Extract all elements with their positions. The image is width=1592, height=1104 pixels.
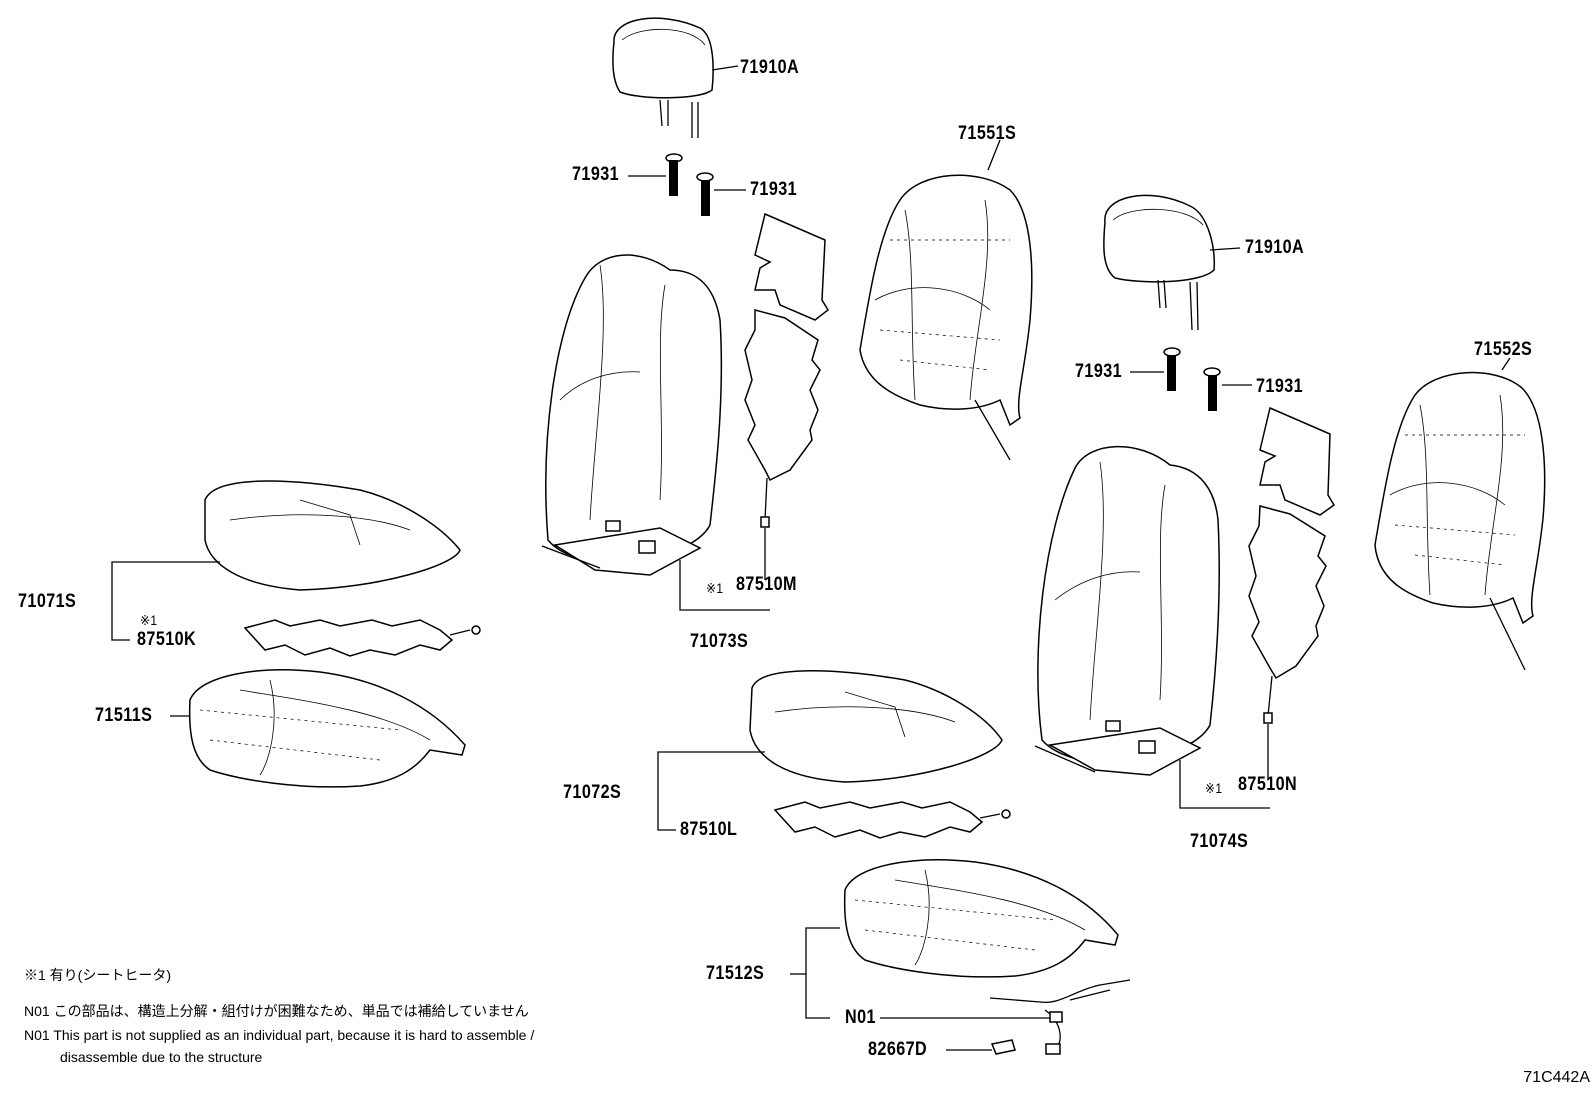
label-back-heater-1: 87510M xyxy=(736,574,797,595)
label-back-assy-2: 71074S xyxy=(1190,831,1249,852)
back-cover-2-drawing xyxy=(1374,357,1546,671)
label-cushion-heater-2: 87510L xyxy=(680,819,738,840)
back-assy-1-bracket xyxy=(679,560,770,611)
harness-drawing xyxy=(880,979,1131,1055)
screws-2-drawing xyxy=(1130,347,1252,411)
note-n01-english-2: disassemble due to the structure xyxy=(60,1049,263,1065)
seat-cushion-2-drawing xyxy=(657,670,1003,831)
label-cushion-assy-1: 71071S xyxy=(18,591,77,612)
back-assy-2-bracket xyxy=(1179,760,1270,809)
seat-back-2-drawing xyxy=(1034,445,1220,776)
headrest-2-drawing xyxy=(1103,194,1241,331)
seat-back-1-drawing xyxy=(541,254,723,576)
label-screw-2a: 71931 xyxy=(1075,361,1123,382)
label-harness: N01 xyxy=(845,1007,876,1028)
label-screw-1a: 71931 xyxy=(572,164,620,185)
label-back-heater-2-mark: ※1 xyxy=(1205,780,1223,796)
label-back-cover-1: 71551S xyxy=(958,123,1017,144)
label-cushion-cover-2: 71512S xyxy=(706,963,765,984)
seat-cushion-1-drawing xyxy=(111,480,461,641)
back-cover-1-drawing xyxy=(859,139,1033,461)
cushion-heater-1-drawing xyxy=(243,619,481,657)
label-cushion-assy-2: 71072S xyxy=(563,782,622,803)
note-heater-legend: ※1 有り(シートヒータ) xyxy=(24,967,171,983)
label-back-cover-2: 71552S xyxy=(1474,339,1533,360)
connector-drawing xyxy=(946,1039,1016,1055)
label-headrest-1: 71910A xyxy=(740,57,800,78)
label-screw-2b: 71931 xyxy=(1256,376,1304,397)
label-connector: 82667D xyxy=(868,1039,928,1060)
diagram-code: 71C442A xyxy=(1523,1069,1590,1086)
label-back-heater-2: 87510N xyxy=(1238,774,1298,795)
label-back-assy-1: 71073S xyxy=(690,631,749,652)
label-cushion-cover-1: 71511S xyxy=(95,705,153,726)
headrest-1-drawing xyxy=(612,17,739,138)
back-heater-1-drawing xyxy=(744,212,829,580)
cushion-cover-2-drawing xyxy=(790,859,1119,1019)
label-headrest-2: 71910A xyxy=(1245,237,1305,258)
cushion-cover-1-drawing xyxy=(170,669,466,788)
screws-1-drawing xyxy=(628,153,746,216)
label-cushion-heater-1: 87510K xyxy=(137,629,197,650)
label-screw-1b: 71931 xyxy=(750,179,798,200)
note-n01-english-1: N01 This part is not supplied as an indi… xyxy=(24,1027,535,1043)
back-heater-2-drawing xyxy=(1248,406,1335,780)
label-cushion-heater-1-mark: ※1 xyxy=(140,612,158,628)
cushion-heater-2-drawing xyxy=(773,801,1011,839)
note-n01-japanese: N01 この部品は、構造上分解・組付けが困難なため、単品では補給していません xyxy=(24,1003,529,1019)
label-back-heater-1-mark: ※1 xyxy=(706,580,724,596)
